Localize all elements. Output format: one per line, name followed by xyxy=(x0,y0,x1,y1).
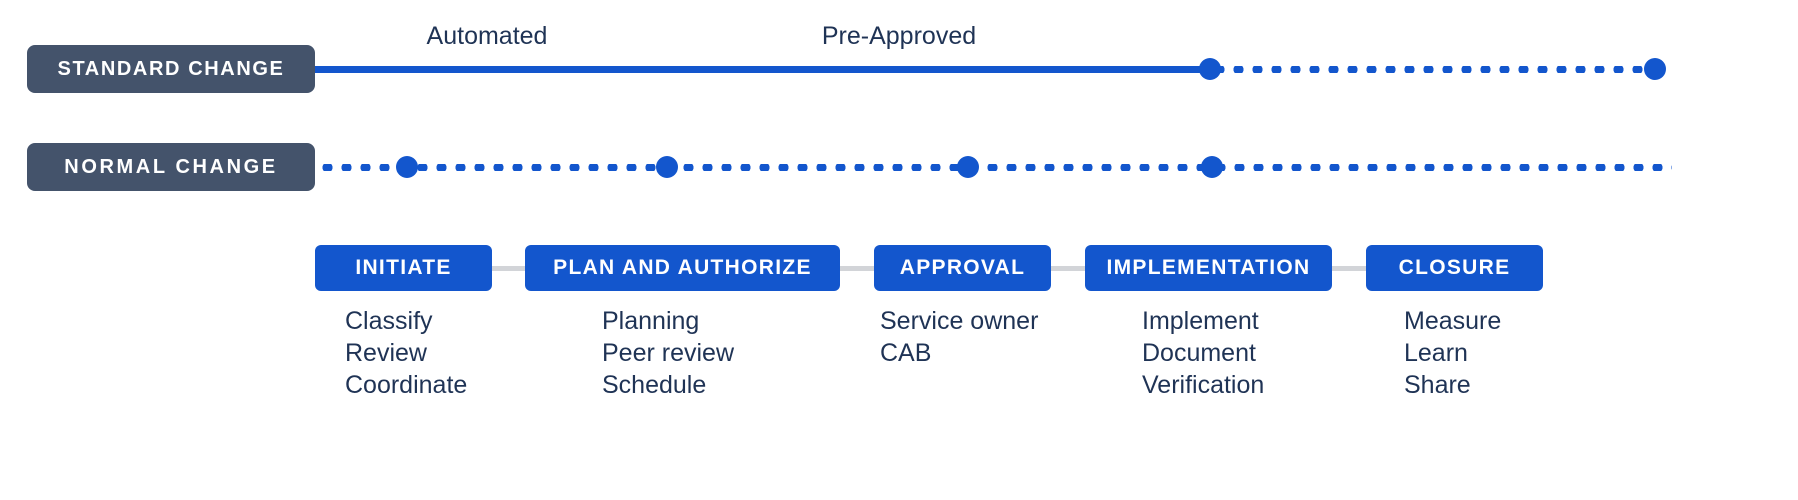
stage-box-approval[interactable]: APPROVAL xyxy=(874,245,1051,291)
normal-change-badge-label: NORMAL CHANGE xyxy=(64,155,278,178)
normal-change-timeline xyxy=(0,156,1798,178)
standard-change-node-2[interactable] xyxy=(1644,58,1666,80)
stage-item: Schedule xyxy=(602,371,707,399)
stage-item: Service owner xyxy=(880,307,1039,335)
stage-box-closure[interactable]: CLOSURE xyxy=(1366,245,1543,291)
stage-box-plan-and-authorize[interactable]: PLAN AND AUTHORIZE xyxy=(525,245,840,291)
stage-item: CAB xyxy=(880,339,932,367)
phase-label-pre-approved: Pre-Approved xyxy=(821,22,977,50)
normal-change-node-2[interactable] xyxy=(656,156,678,178)
stage-connector-2 xyxy=(840,266,874,271)
stage-item: Peer review xyxy=(602,339,734,367)
phase-label-automated: Automated xyxy=(426,22,548,50)
stage-item: Share xyxy=(1404,371,1471,399)
stage-item: Coordinate xyxy=(345,371,468,399)
stage-item: Learn xyxy=(1404,339,1468,367)
stage-item: Document xyxy=(1142,339,1256,367)
stage-strip: INITIATE PLAN AND AUTHORIZE APPROVAL IMPLEM… xyxy=(0,245,1798,291)
stage-item: Planning xyxy=(602,307,700,335)
stage-item: Review xyxy=(345,339,427,367)
stage-box-label: IMPLEMENTATION xyxy=(1106,256,1311,279)
standard-change-dotted-segment xyxy=(1210,66,1655,73)
standard-change-node-1[interactable] xyxy=(1199,58,1221,80)
stage-box-initiate[interactable]: INITIATE xyxy=(315,245,492,291)
standard-change-timeline xyxy=(0,58,1798,80)
stage-item: Measure xyxy=(1404,307,1502,335)
stage-connector-1 xyxy=(492,266,525,271)
stage-box-label: CLOSURE xyxy=(1398,256,1511,279)
stage-connector-4 xyxy=(1332,266,1366,271)
stage-box-label: APPROVAL xyxy=(899,256,1026,279)
stage-item: Implement xyxy=(1142,307,1259,335)
normal-change-node-4[interactable] xyxy=(1201,156,1223,178)
stage-item: Verification xyxy=(1142,371,1265,399)
stage-item: Classify xyxy=(345,307,433,335)
normal-change-dotted-segment xyxy=(318,164,1672,171)
normal-change-node-1[interactable] xyxy=(396,156,418,178)
standard-change-badge[interactable]: STANDARD CHANGE xyxy=(27,45,315,93)
stage-box-label: PLAN AND AUTHORIZE xyxy=(553,256,812,279)
normal-change-badge[interactable]: NORMAL CHANGE xyxy=(27,143,315,191)
stage-connector-3 xyxy=(1051,266,1085,271)
normal-change-node-3[interactable] xyxy=(957,156,979,178)
stage-box-label: INITIATE xyxy=(355,256,452,279)
standard-change-solid-segment xyxy=(315,66,1210,73)
stage-box-implementation[interactable]: IMPLEMENTATION xyxy=(1085,245,1332,291)
standard-change-badge-label: STANDARD CHANGE xyxy=(57,57,285,80)
